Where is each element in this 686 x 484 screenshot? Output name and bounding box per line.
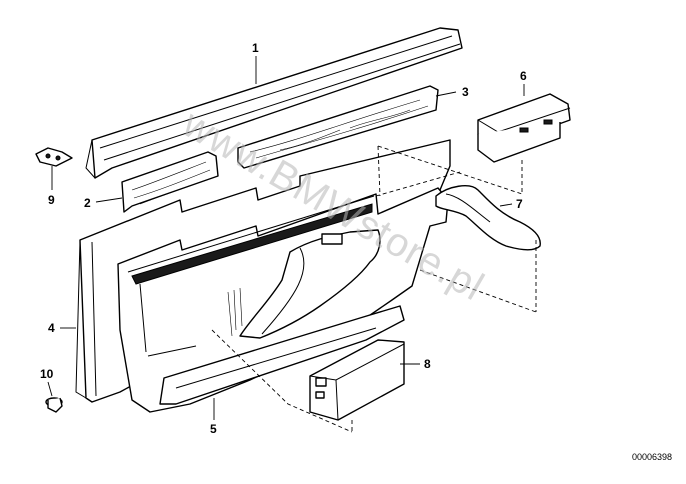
part-5-inner-panel bbox=[117, 187, 449, 413]
callout-9: 9 bbox=[48, 193, 55, 207]
callout-7: 7 bbox=[516, 197, 523, 211]
callout-2: 2 bbox=[84, 196, 91, 210]
callout-3: 3 bbox=[462, 85, 469, 99]
part-1-sill-trim bbox=[85, 27, 463, 179]
part-3-wood-trim bbox=[237, 85, 439, 169]
part-7-pull-handle bbox=[435, 185, 541, 251]
part-8-storage-box bbox=[309, 339, 405, 421]
part-10-fastener bbox=[45, 397, 63, 413]
callout-1: 1 bbox=[252, 41, 259, 55]
leader-lines bbox=[47, 56, 525, 420]
part-6-cover bbox=[477, 93, 571, 163]
callout-5: 5 bbox=[210, 422, 217, 436]
part-2-wood-trim bbox=[121, 151, 219, 213]
callout-10: 10 bbox=[40, 367, 54, 381]
callout-6: 6 bbox=[520, 69, 527, 83]
callout-4: 4 bbox=[48, 321, 55, 335]
image-code: 00006398 bbox=[632, 452, 672, 462]
assembly-lines bbox=[211, 145, 537, 433]
callout-8: 8 bbox=[424, 357, 431, 371]
part-9-clip bbox=[35, 147, 73, 167]
